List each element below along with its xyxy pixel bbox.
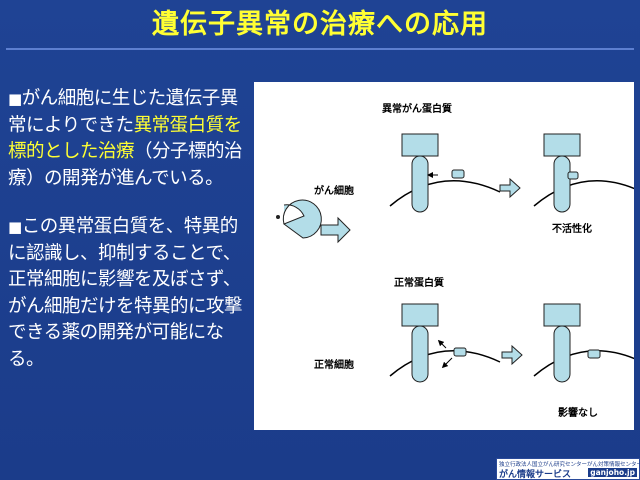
protein-head — [543, 133, 581, 157]
protein-stem — [553, 155, 571, 213]
bound-inhibitor — [567, 171, 579, 180]
bullet-list: ■がん細胞に生じた遺伝子異常によりできた異常蛋白質を標的とした治療（分子標的治療… — [8, 86, 246, 395]
transition-arrow-top — [499, 177, 521, 199]
inhibitor — [453, 347, 467, 357]
label-no-effect: 影響なし — [558, 408, 598, 419]
free-inhibitor — [587, 349, 601, 359]
big-arrow-icon — [320, 216, 351, 244]
label-normal-cell: 正常細胞 — [314, 360, 354, 371]
slide-title: 遺伝子異常の治療への応用 — [152, 9, 488, 40]
cancer-cell-after — [533, 133, 634, 213]
title-divider — [6, 48, 634, 50]
protein-head — [543, 303, 581, 327]
bullet-1-text-end: （分子標的治療）の開発が進んでいる。 — [8, 141, 243, 189]
protein-stem — [411, 155, 429, 213]
mechanism-diagram — [276, 133, 634, 383]
drug-molecule-icon — [282, 199, 322, 239]
drug-eye-icon — [276, 215, 280, 219]
label-cancer-cell: がん細胞 — [314, 186, 354, 197]
label-inactivated: 不活性化 — [552, 224, 592, 235]
footer-organization: 独立行政法人国立がん研究センターがん対策情報センター — [499, 462, 640, 468]
rebound-arrow — [441, 357, 453, 369]
protein-stem — [553, 325, 571, 383]
cell-membrane — [389, 350, 501, 377]
bullet-item-2: ■この異常蛋白質を、特異的に認識し、抑制することで、正常細胞に影響を及ぼさず、が… — [8, 214, 246, 373]
footer-url: ganjoho.jp — [588, 468, 637, 477]
rebound-arrow — [437, 339, 447, 349]
bullet-1-text: がん細胞に生じた遺伝子異常によりできた — [8, 88, 238, 136]
footer-logo: 独立行政法人国立がん研究センターがん対策情報センター がん情報サービス ganj… — [496, 458, 640, 480]
cancer-cell-before — [389, 133, 501, 213]
bullet-1-highlight: 異常蛋白質を標的とした治療 — [8, 114, 242, 163]
cell-membrane — [533, 180, 634, 207]
bullet-2-text: この異常蛋白質を、特異的に認識し、抑制することで、正常細胞に影響を及ぼさず、がん… — [8, 216, 243, 370]
inhibitor — [451, 169, 465, 179]
protein-stem — [411, 325, 429, 383]
bullet-marker: ■ — [8, 218, 22, 236]
label-abnormal-protein: 異常がん蛋白質 — [382, 104, 452, 115]
cell-membrane — [533, 350, 634, 377]
mechanism-figure: 異常がん蛋白質 がん細胞 不活性化 正常蛋白質 正常細胞 影響なし — [254, 82, 634, 430]
protein-head — [401, 303, 439, 327]
label-normal-protein: 正常蛋白質 — [394, 278, 444, 289]
bullet-item-1: ■がん細胞に生じた遺伝子異常によりできた異常蛋白質を標的とした治療（分子標的治療… — [8, 86, 246, 192]
transition-arrow-bottom — [501, 344, 523, 366]
bullet-marker: ■ — [8, 90, 22, 108]
protein-head — [401, 133, 439, 157]
normal-cell-after — [533, 303, 634, 383]
normal-cell-before — [389, 303, 501, 383]
cell-membrane — [389, 180, 501, 207]
footer-service-name: がん情報サービス — [499, 470, 572, 480]
